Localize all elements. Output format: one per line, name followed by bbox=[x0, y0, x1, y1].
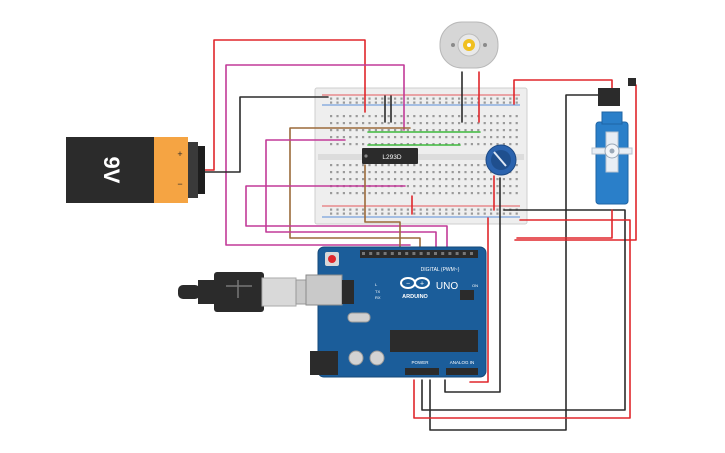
svg-text:+: + bbox=[420, 281, 424, 288]
l-led-label: L bbox=[375, 282, 378, 287]
battery-label: 9V bbox=[99, 157, 124, 184]
usb-port bbox=[305, 274, 343, 306]
tx-label: TX bbox=[375, 289, 380, 294]
power-label: POWER bbox=[411, 360, 429, 365]
chip-label: L293D bbox=[382, 154, 401, 161]
reset-button[interactable] bbox=[328, 255, 336, 263]
svg-text:−: − bbox=[406, 281, 410, 288]
arduino-model: UNO bbox=[436, 281, 458, 292]
potentiometer[interactable] bbox=[485, 144, 517, 176]
digital-header bbox=[360, 250, 478, 258]
servo-motor[interactable] bbox=[591, 78, 636, 205]
battery-plus-label: + bbox=[177, 149, 182, 159]
usb-cable bbox=[178, 272, 309, 312]
atmega-chip bbox=[390, 330, 478, 352]
arduino-brand: ARDUINO bbox=[402, 294, 428, 300]
breadboard-holes bbox=[330, 97, 518, 215]
dc-motor[interactable] bbox=[439, 21, 499, 69]
power-header bbox=[405, 368, 439, 375]
arduino-logo: − + bbox=[400, 277, 430, 289]
analog-header bbox=[446, 368, 478, 375]
arduino-uno-board[interactable]: − + ARDUINO UNO DIGITAL (PWM~) POWER ANA… bbox=[305, 246, 487, 378]
rx-label: RX bbox=[375, 295, 381, 300]
on-led-label: ON bbox=[472, 283, 478, 288]
analog-label: ANALOG IN bbox=[450, 360, 475, 365]
power-jack bbox=[310, 351, 338, 375]
digital-label: DIGITAL (PWM~) bbox=[421, 267, 460, 273]
l293d-chip[interactable]: L293D bbox=[362, 148, 418, 164]
battery-minus-label: − bbox=[177, 179, 182, 189]
battery-9v[interactable]: 9V + − bbox=[66, 137, 205, 203]
breadboard[interactable] bbox=[314, 87, 528, 225]
